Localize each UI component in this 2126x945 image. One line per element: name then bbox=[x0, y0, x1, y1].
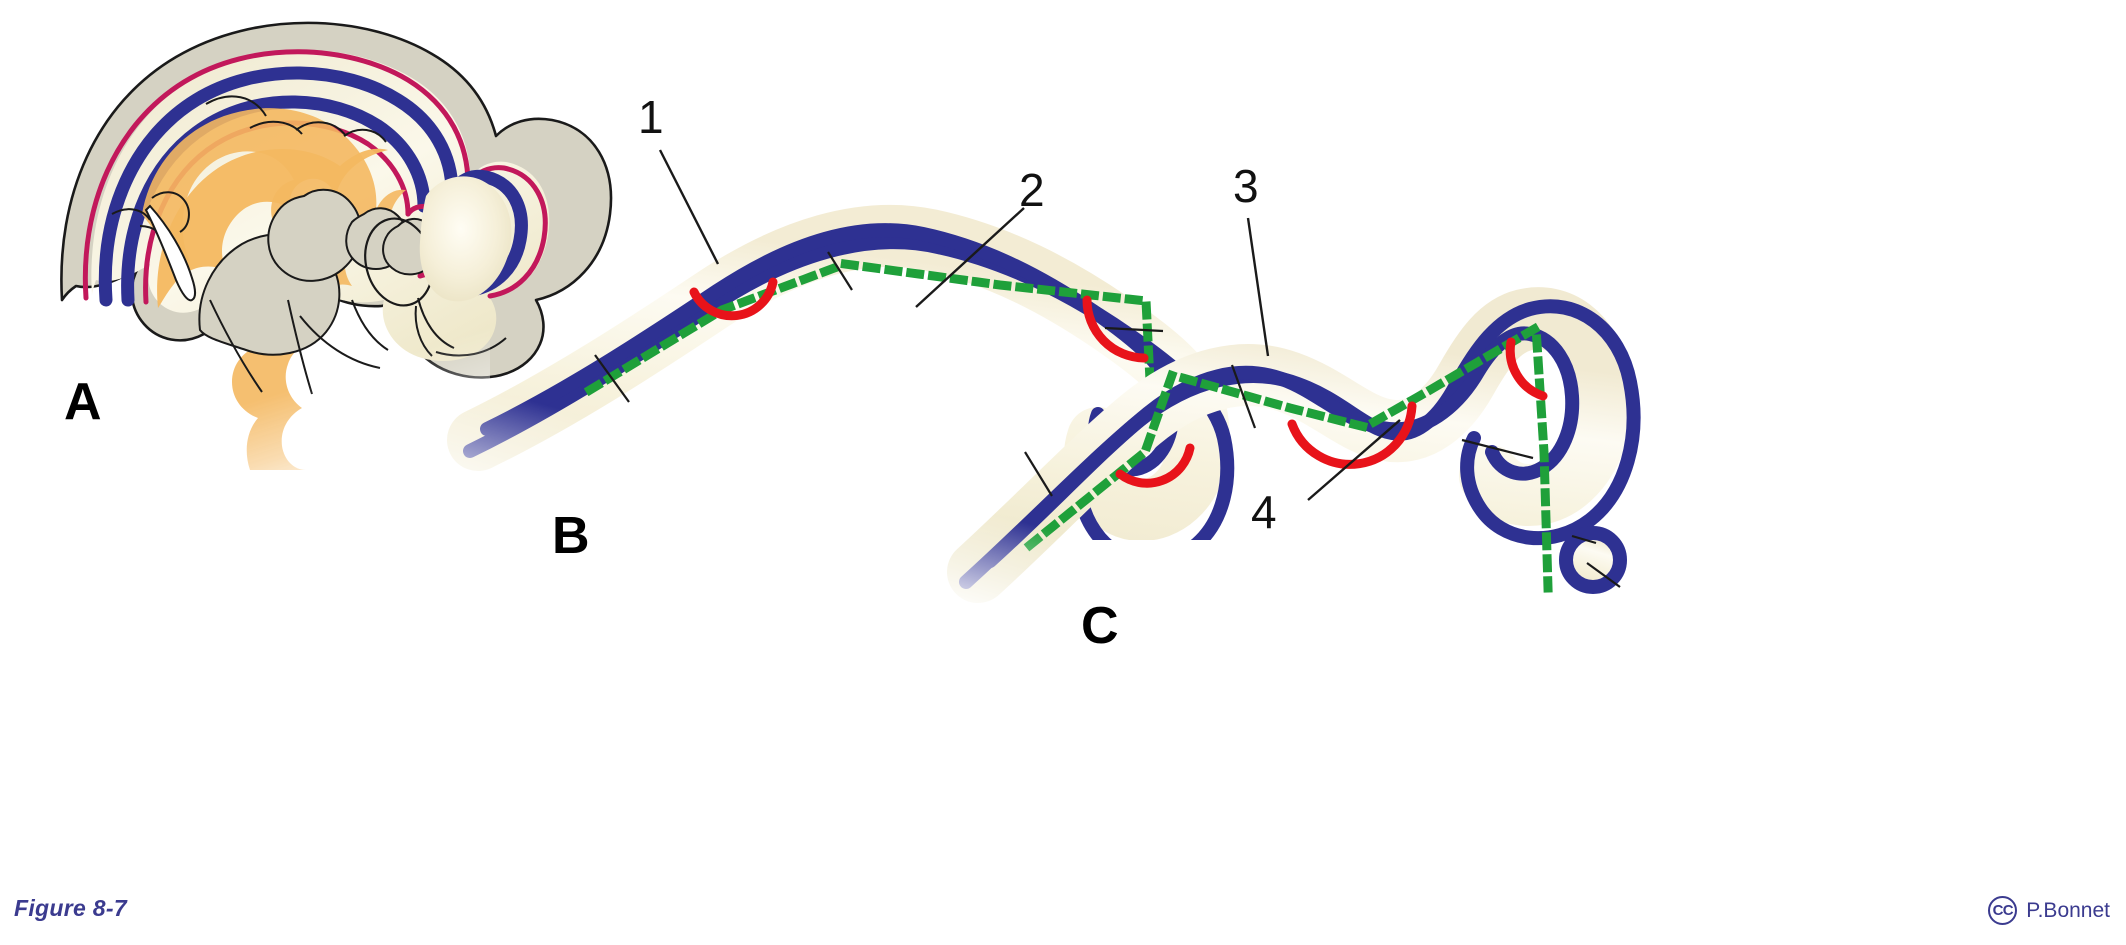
leader-line-3 bbox=[1246, 217, 1270, 357]
panel-letter-a: A bbox=[64, 373, 103, 431]
leader-line-2 bbox=[915, 207, 1025, 308]
panel-c-illustration bbox=[947, 217, 1641, 603]
leader-line-4 bbox=[1307, 419, 1401, 501]
callout-number-4: 4 bbox=[1251, 486, 1277, 538]
leader-line-1 bbox=[658, 149, 720, 265]
callout-number-1: 1 bbox=[638, 91, 664, 143]
creative-commons-icon: CC bbox=[1988, 896, 2018, 925]
credit-block: CC P.Bonnet bbox=[1988, 896, 2110, 925]
panel-letter-b: B bbox=[552, 507, 591, 565]
panel-a-illustration bbox=[60, 21, 613, 471]
creative-commons-label: CC bbox=[1992, 902, 2014, 919]
callout-number-2: 2 bbox=[1019, 164, 1045, 216]
callout-number-3: 3 bbox=[1233, 160, 1259, 212]
panel-letter-c: C bbox=[1081, 597, 1120, 655]
figure-caption: Figure 8-7 bbox=[14, 895, 127, 921]
panel-b-illustration bbox=[447, 149, 1235, 569]
credit-author-name: P.Bonnet bbox=[2026, 898, 2110, 922]
